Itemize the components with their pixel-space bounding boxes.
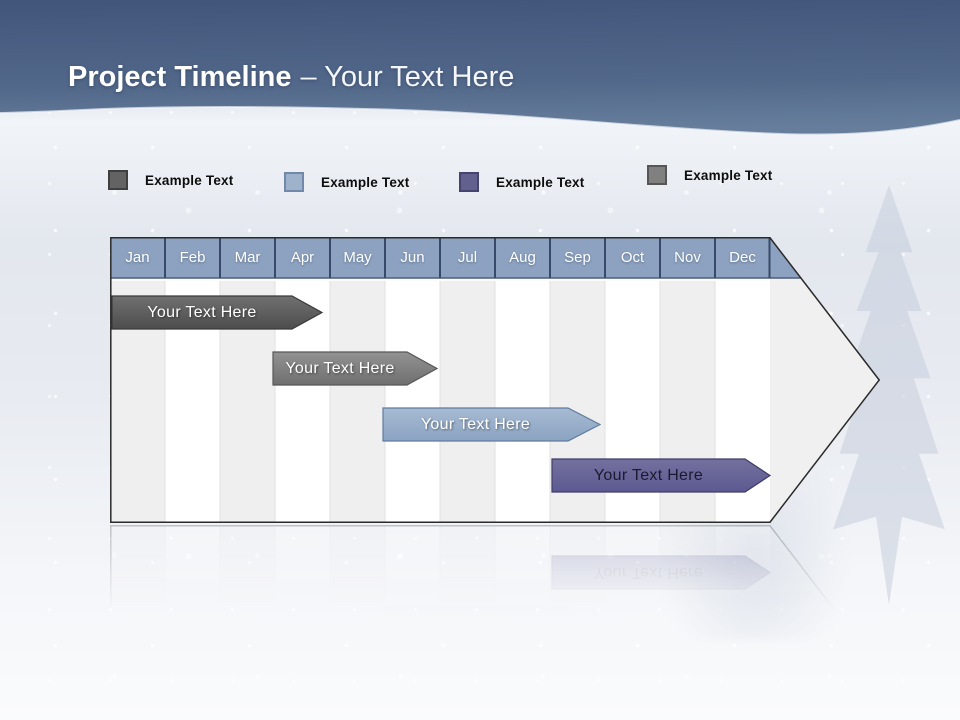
month-cell: Jul — [457, 249, 478, 266]
header-band — [0, 0, 960, 136]
timeline-chart: Jan Feb Mar Apr May Jun Jul Aug Sep Oct … — [110, 237, 880, 523]
title-bold: Project Timeline — [68, 61, 292, 93]
timeline-shape — [110, 237, 880, 523]
gantt-bar-label-4: Your Text Here — [593, 466, 704, 484]
month-cell: Nov — [674, 249, 701, 266]
legend-item: Example Text — [459, 171, 584, 193]
legend-swatch-lightblue — [284, 172, 304, 192]
month-cell: Jun — [400, 249, 425, 266]
month-cell: Aug — [509, 249, 536, 266]
month-cell: Jan — [125, 249, 150, 266]
month-cell: Mar — [234, 249, 261, 266]
gantt-bar-label-1: Your Text Here — [147, 303, 257, 321]
legend-label: Example Text — [496, 174, 585, 190]
title-rest: – Your Text Here — [300, 61, 515, 93]
legend-swatch-purple — [459, 172, 479, 192]
gantt-bar-label-3: Your Text Here — [420, 415, 531, 433]
month-cell: Apr — [290, 249, 315, 266]
slide-title: Project Timeline– Your Text Here — [68, 60, 514, 94]
legend-swatch-darkgray — [108, 170, 128, 190]
legend-label: Example Text — [321, 174, 410, 190]
month-cell: May — [343, 249, 372, 266]
legend-swatch-gray — [647, 165, 667, 185]
month-header-row: Jan Feb Mar Apr May Jun Jul Aug Sep Oct … — [110, 237, 770, 278]
legend-label: Example Text — [145, 172, 234, 188]
month-cell: Sep — [564, 249, 591, 266]
month-cell: Oct — [620, 249, 645, 266]
month-cell: Feb — [179, 249, 206, 266]
legend-label: Example Text — [684, 167, 773, 183]
legend-item: Example Text — [284, 171, 409, 193]
legend-item: Example Text — [108, 169, 233, 191]
legend-item: Example Text — [647, 164, 772, 186]
gantt-bar-label-2: Your Text Here — [285, 359, 395, 377]
month-cell: Dec — [729, 249, 756, 266]
